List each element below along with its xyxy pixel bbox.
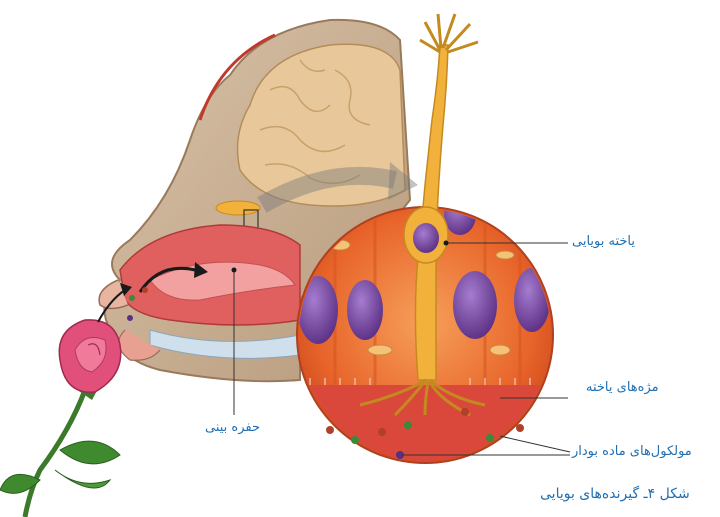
nucleus xyxy=(514,268,550,332)
nucleus xyxy=(453,271,497,339)
nucleus xyxy=(347,280,383,340)
olfactory-bulb xyxy=(216,201,260,215)
label-olfactory-cell: یاخته بویایی xyxy=(572,234,635,249)
figure-caption: شکل ۴ـ گیرنده‌های بویایی xyxy=(540,486,690,502)
rose-leaf xyxy=(60,441,120,464)
label-odor-molecules: مولکول‌های ماده بودار xyxy=(572,444,692,459)
neuron-nucleus xyxy=(413,223,439,253)
nasal-cavity-dot xyxy=(232,268,237,273)
label-nasal-cavity: حفره بینی xyxy=(205,420,260,435)
label-cell-cilia: مژه‌های یاخته xyxy=(586,380,659,395)
rose-leaf xyxy=(55,470,110,488)
